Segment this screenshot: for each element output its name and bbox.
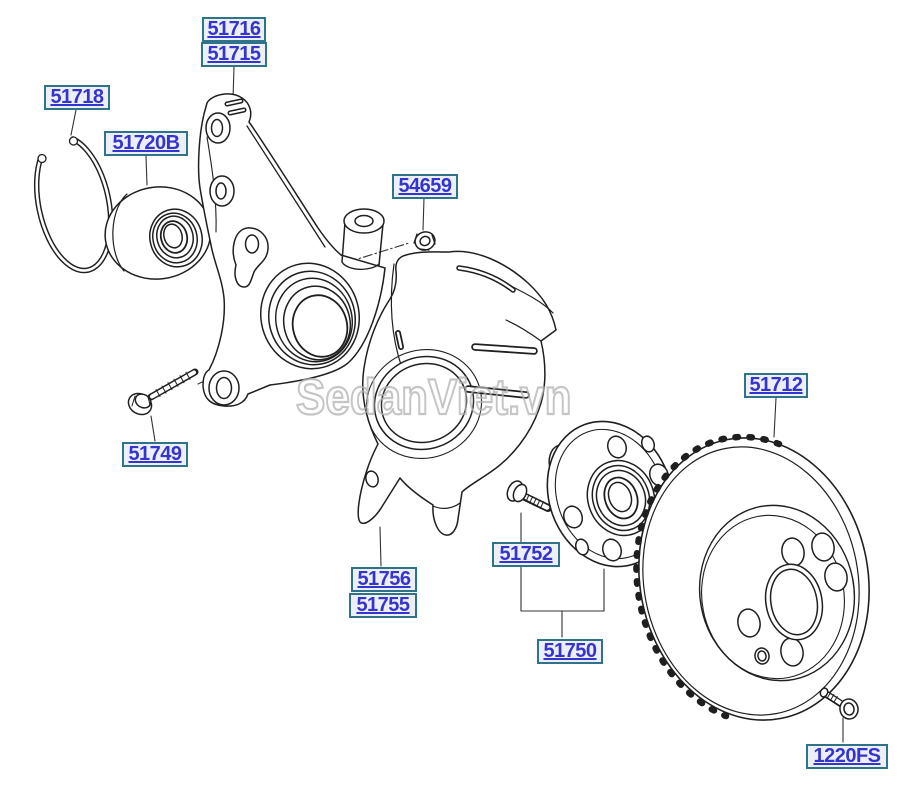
part-label-51755[interactable]: 51755: [349, 593, 417, 618]
hub-bolt-drawing: [506, 480, 552, 512]
part-label-54659[interactable]: 54659: [392, 174, 458, 199]
snap-ring-drawing: [33, 136, 114, 274]
part-label-51756[interactable]: 51756: [351, 567, 417, 592]
part-label-51750[interactable]: 51750: [537, 639, 603, 664]
set-screw-drawing: [819, 687, 859, 720]
part-label-51716[interactable]: 51716: [202, 17, 266, 42]
part-label-51752[interactable]: 51752: [492, 542, 560, 567]
part-label-51749[interactable]: 51749: [122, 442, 188, 467]
wheel-bearing-drawing: [104, 186, 212, 280]
part-label-51712[interactable]: 51712: [744, 373, 808, 398]
part-label-51715[interactable]: 51715: [201, 42, 267, 67]
part-label-1220FS[interactable]: 1220FS: [806, 744, 888, 769]
part-label-51718[interactable]: 51718: [44, 85, 110, 110]
steering-knuckle-drawing: [197, 93, 386, 407]
brake-disc-drawing: [633, 433, 870, 721]
part-label-51720B[interactable]: 51720B: [104, 131, 188, 156]
lock-nut-drawing: [413, 231, 436, 251]
dust-shield-drawing: [357, 250, 557, 536]
bolt-drawing: [127, 368, 199, 416]
